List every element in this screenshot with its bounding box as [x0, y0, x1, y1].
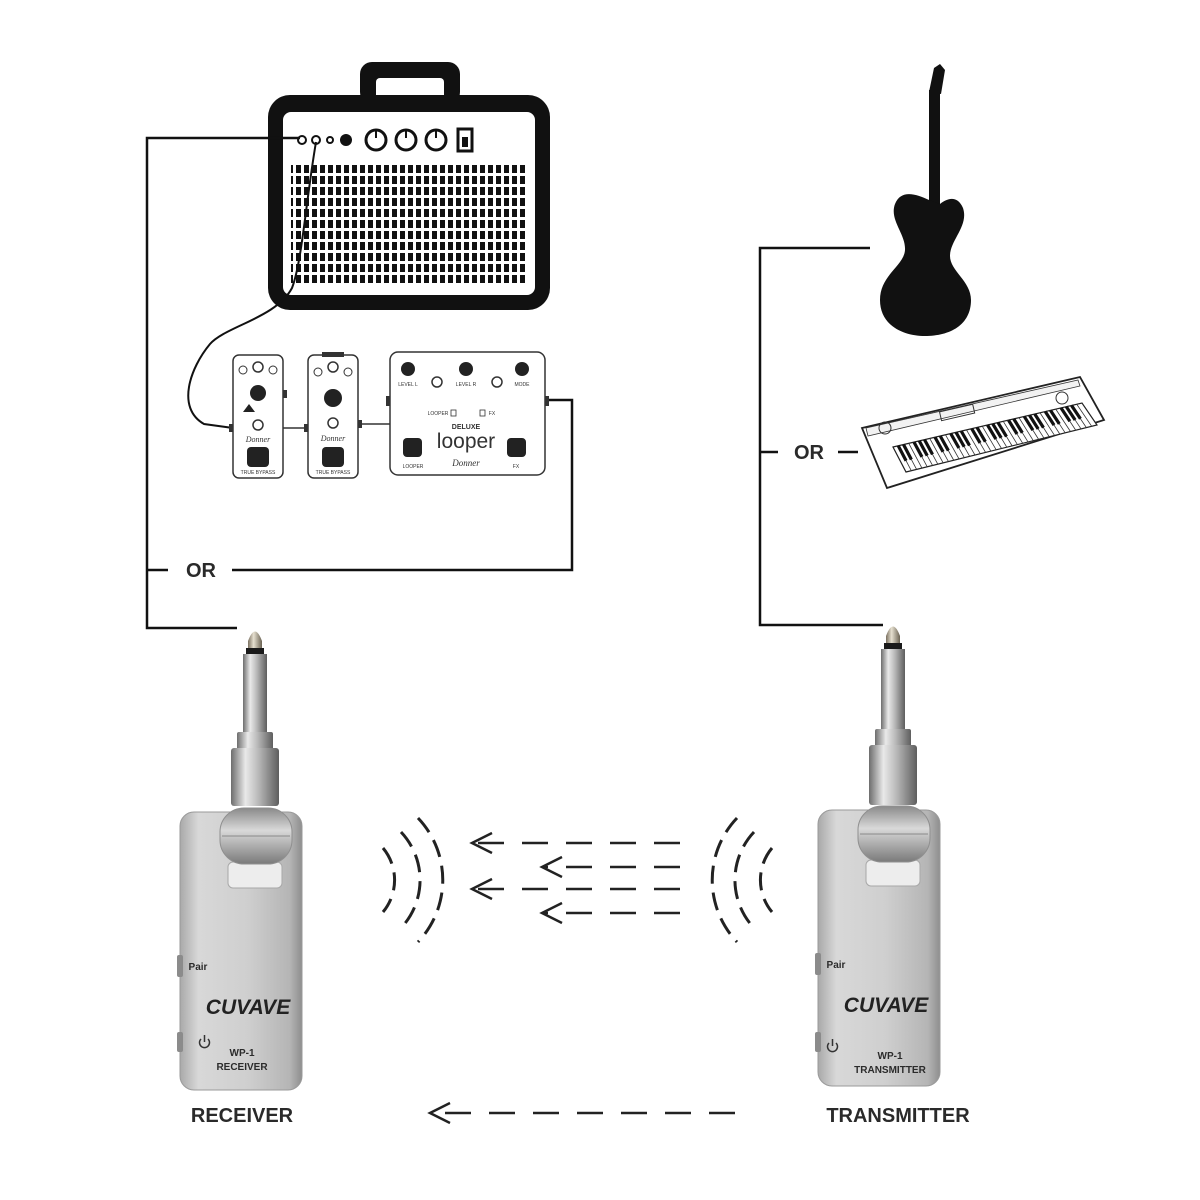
looper-knob-label: MODE: [515, 382, 531, 388]
pedal-footer: TRUE BYPASS: [241, 470, 276, 476]
looper-select-label: FX: [489, 411, 496, 417]
amp-speaker-grill: [291, 162, 527, 286]
receiver-caption: RECEIVER: [191, 1105, 294, 1127]
power-switch: [177, 1032, 183, 1052]
pedal-knob: [324, 389, 342, 407]
looper-knob-label: LEVEL R: [456, 382, 477, 388]
plug-shaft: [881, 649, 905, 731]
or-label-left: OR: [186, 560, 217, 582]
brand-logo: CUVAVE: [844, 994, 929, 1017]
signal-arrows: [430, 833, 735, 1123]
plug-shaft: [243, 654, 267, 734]
or-label-right: OR: [794, 442, 825, 464]
looper-footswitch: [507, 438, 526, 457]
dashed-arrow-left-icon: [430, 1103, 735, 1123]
dashed-arrow-left-icon: [542, 857, 680, 877]
pedal-footswitch: [322, 447, 344, 467]
power-switch: [815, 1032, 821, 1052]
looper-pedal: LEVEL L LEVEL R MODE LOOPER FX DELUXE lo…: [386, 352, 549, 475]
looper-logo: Donner: [451, 458, 480, 468]
pedal-footer: TRUE BYPASS: [316, 470, 351, 476]
model-label: WP-1: [878, 1051, 903, 1062]
plug-tip: [886, 627, 900, 644]
looper-footswitch-label: FX: [513, 464, 520, 470]
effects-pedal-b: Donner TRUE BYPASS: [304, 352, 362, 478]
signal-waves-receiver-icon: [383, 818, 443, 942]
device-role-label: TRANSMITTER: [854, 1065, 926, 1076]
dashed-arrow-left-icon: [472, 833, 680, 853]
dashed-arrow-left-icon: [472, 879, 680, 899]
brand-logo: CUVAVE: [206, 996, 291, 1019]
effects-pedal-a: Donner TRUE BYPASS: [229, 355, 287, 478]
looper-select-label: LOOPER: [428, 411, 449, 417]
model-label: WP-1: [230, 1048, 255, 1059]
looper-knob: [401, 362, 415, 376]
pair-label: Pair: [189, 962, 208, 973]
looper-knob-label: LEVEL L: [398, 382, 418, 388]
looper-footswitch: [403, 438, 422, 457]
signal-waves-transmitter-icon: [712, 818, 772, 942]
pedal-logo: Donner: [320, 434, 346, 443]
transmitter-connection-lines: [760, 248, 883, 625]
transmitter-caption: TRANSMITTER: [826, 1105, 970, 1127]
electric-guitar-icon: [880, 64, 971, 336]
receiver-device: Pair CUVAVE WP-1 RECEIVER: [177, 632, 302, 1091]
pedal-knob: [250, 385, 266, 401]
transmitter-device: Pair CUVAVE WP-1 TRANSMITTER: [815, 627, 940, 1087]
pair-button: [815, 953, 821, 975]
device-role-label: RECEIVER: [216, 1062, 268, 1073]
pedal-logo: Donner: [245, 435, 271, 444]
looper-footswitch-label: LOOPER: [403, 464, 424, 470]
pair-label: Pair: [827, 960, 846, 971]
pair-button: [177, 955, 183, 977]
electronic-keyboard-icon: [862, 377, 1104, 488]
dashed-arrow-left-icon: [542, 903, 680, 923]
looper-knob: [515, 362, 529, 376]
looper-name: looper: [437, 430, 495, 453]
plug-tip: [248, 632, 262, 649]
pedal-footswitch: [247, 447, 269, 467]
looper-knob: [459, 362, 473, 376]
